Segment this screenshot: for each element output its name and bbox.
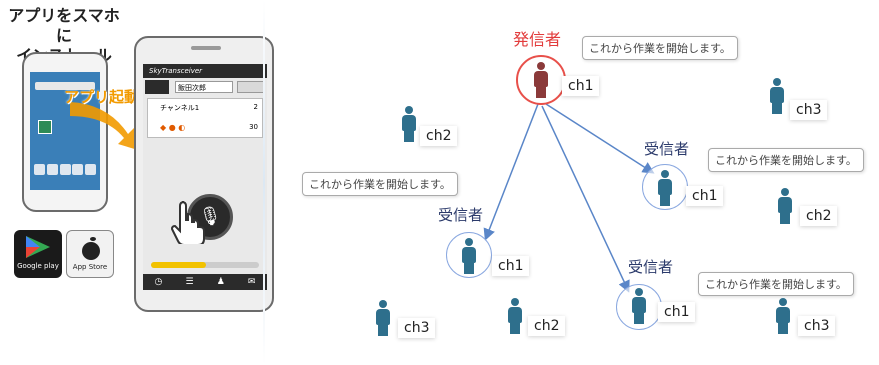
launch-arrow-icon <box>70 102 138 150</box>
microphone-icon: 🎙 <box>198 206 222 227</box>
signal-level: 30 <box>249 123 258 131</box>
ch2-person-icon <box>778 188 792 224</box>
app-store-badge[interactable]: App Store <box>66 230 114 278</box>
tap-hand-icon <box>170 201 205 244</box>
receiver-3-channel: ch1 <box>658 302 696 322</box>
install-heading-line1: アプリをスマホに <box>8 6 120 45</box>
receiver-1-label: 受信者 <box>438 206 484 224</box>
receiver-2-label: 受信者 <box>644 140 690 158</box>
arrow-to-receiver-1 <box>483 103 539 241</box>
channel-card[interactable]: チャンネル1 2 ◆ ● ◐ 30 <box>147 98 263 138</box>
receiver-3-label: 受信者 <box>628 258 674 276</box>
google-play-label: Google play <box>17 262 59 270</box>
receiver-2-person-icon <box>658 170 672 206</box>
receiver-1-channel: ch1 <box>492 256 530 276</box>
app-icon[interactable] <box>38 120 52 134</box>
ch3-channel-bottom-right: ch3 <box>798 316 836 336</box>
ch3-person-icon <box>770 78 784 114</box>
ch3-channel-bottom-left: ch3 <box>398 318 436 338</box>
user-name: 飯田次郎 <box>175 81 233 93</box>
app-phone: SkyTransceiver 飯田次郎 チャンネル1 2 ◆ ● ◐ 30 🎙 … <box>134 36 274 312</box>
ch2-channel-top-left: ch2 <box>420 126 458 146</box>
arrow-to-receiver-3 <box>541 105 630 293</box>
receiver-1-person-icon <box>462 238 476 274</box>
home-screen <box>30 72 100 190</box>
ch3-person-icon <box>376 300 390 336</box>
app-screen: SkyTransceiver 飯田次郎 チャンネル1 2 ◆ ● ◐ 30 🎙 … <box>143 64 267 290</box>
ch3-channel-top-right: ch3 <box>790 100 828 120</box>
sender-speech-bubble: これから作業を開始します。 <box>582 36 738 60</box>
ch2-person-icon <box>508 298 522 334</box>
history-tab-icon[interactable]: ◷ <box>154 277 163 287</box>
search-bar <box>35 82 95 90</box>
status-icons: ◆ ● ◐ <box>160 123 186 132</box>
speaker <box>191 46 221 50</box>
receiver-2-channel: ch1 <box>686 186 724 206</box>
list-tab-icon[interactable]: ☰ <box>185 277 194 287</box>
ch2-person-icon <box>402 106 416 142</box>
chat-tab-icon[interactable]: ✉ <box>247 277 256 287</box>
receiver-2-speech-bubble: これから作業を開始します。 <box>708 148 864 172</box>
user-row: 飯田次郎 <box>145 80 265 94</box>
receiver-3-speech-bubble: これから作業を開始します。 <box>698 272 854 296</box>
google-play-icon <box>26 236 50 258</box>
members-tab-icon[interactable]: ♟ <box>216 277 225 287</box>
bottom-tab-bar: ◷ ☰ ♟ ✉ <box>143 274 267 290</box>
app-title: SkyTransceiver <box>143 64 267 78</box>
receiver-1-speech-bubble: これから作業を開始します。 <box>302 172 458 196</box>
launch-label: アプリ起動 <box>64 88 140 106</box>
sender-person-icon <box>534 62 548 98</box>
dock <box>34 164 96 178</box>
home-screen-phone <box>22 52 108 212</box>
apple-icon <box>82 237 100 260</box>
app-store-label: App Store <box>72 263 108 271</box>
ch2-channel-right: ch2 <box>800 206 838 226</box>
arrow-to-receiver-2 <box>545 103 655 174</box>
ch2-channel-bottom: ch2 <box>528 316 566 336</box>
google-play-badge[interactable]: Google play <box>14 230 62 278</box>
channel-name: チャンネル1 <box>160 104 200 112</box>
sender-label: 発信者 <box>513 30 562 49</box>
volume-slider[interactable] <box>151 262 259 268</box>
ch3-person-icon <box>776 298 790 334</box>
channel-member-count: 2 <box>253 103 258 111</box>
sender-channel: ch1 <box>562 76 600 96</box>
receiver-3-person-icon <box>632 288 646 324</box>
divider <box>263 0 265 365</box>
mute-button[interactable] <box>145 80 169 94</box>
